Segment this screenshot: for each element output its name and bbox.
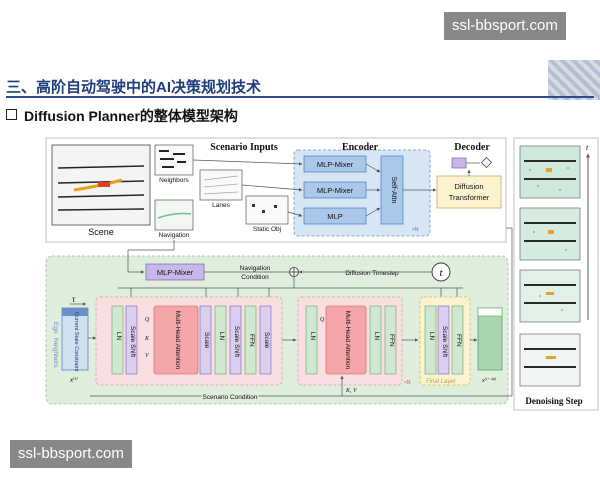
mlp-mixer-label-1: MLP-Mixer bbox=[317, 160, 354, 169]
navigation-route bbox=[157, 212, 192, 219]
x-out-label: x⁽ᵗ⁻ᐞᵗ⁾ bbox=[481, 377, 497, 384]
mha-block-2 bbox=[325, 305, 367, 375]
checkbox-square-icon bbox=[6, 109, 17, 120]
lanes-marks bbox=[203, 175, 239, 195]
k-label-1: K bbox=[144, 336, 150, 342]
block-nx-label: ×N bbox=[404, 380, 411, 386]
scenario-inputs-title: Scenario Inputs bbox=[210, 142, 278, 153]
tau-label: τ bbox=[72, 294, 76, 304]
navigation-condition-label-1: Navigation bbox=[240, 265, 271, 272]
static-obj-label: Static Obj bbox=[253, 226, 281, 233]
scale-shift-label-2: Scale Shift bbox=[233, 326, 240, 357]
output-ego-row bbox=[477, 307, 503, 317]
ln-label-4: LN bbox=[373, 332, 380, 341]
scene-ego-car bbox=[98, 182, 110, 187]
watermark-top: ssl-bbsport.com bbox=[444, 12, 566, 40]
diffusion-transformer-label-2: Transformer bbox=[449, 193, 490, 202]
ffn-label-3: FFN bbox=[455, 334, 462, 347]
decoder-diamond-icon bbox=[481, 157, 492, 168]
encoder-connectors bbox=[192, 159, 437, 217]
mlp-mixer-nav-label: MLP-Mixer bbox=[157, 268, 194, 277]
q-label-2: Q bbox=[320, 317, 325, 323]
neighbors-vertical-label: Neighbors bbox=[52, 338, 59, 368]
ffn-block-2 bbox=[384, 305, 397, 375]
denoising-step-label: Denoising Step bbox=[525, 396, 582, 406]
scale-label-1: Scale bbox=[203, 332, 210, 349]
ln-label-3: LN bbox=[309, 332, 316, 341]
denoising-frame-3 bbox=[519, 269, 581, 323]
neighbors-label: Neighbors bbox=[159, 177, 189, 184]
static-obj-image bbox=[245, 195, 289, 225]
denoising-frames bbox=[519, 145, 581, 387]
neighbors-marks bbox=[159, 150, 186, 168]
scale-shift-block-2 bbox=[229, 305, 242, 375]
timestep-t-label: t bbox=[439, 267, 443, 279]
encoder-nx-label: ×N bbox=[412, 227, 419, 233]
t-axis-label: t bbox=[586, 143, 589, 152]
static-obj-marks bbox=[252, 204, 277, 213]
scale-block-1 bbox=[199, 305, 212, 375]
mha-label-2: Multi-Head Attention bbox=[344, 311, 351, 370]
lanes-image bbox=[199, 169, 243, 201]
scale-block-2 bbox=[259, 305, 272, 375]
ln-label-1: LN bbox=[115, 332, 122, 341]
subtitle: Diffusion Planner的整体模型架构 bbox=[24, 108, 238, 124]
scenario-condition-label: Scenario Condition bbox=[203, 394, 258, 401]
mlp-mixer-label-2: MLP-Mixer bbox=[317, 186, 354, 195]
subtitle-row: Diffusion Planner的整体模型架构 bbox=[6, 106, 238, 126]
mha-label-1: Multi-Head Attention bbox=[174, 311, 181, 370]
mha-block-1 bbox=[153, 305, 199, 375]
ln-block-1 bbox=[111, 305, 124, 375]
diffusion-transformer-block bbox=[436, 175, 502, 209]
watermark-bottom: ssl-bbsport.com bbox=[10, 440, 132, 468]
section-title: 三、高阶自动驾驶中的AI决策规划技术 bbox=[6, 79, 262, 96]
logo-pattern bbox=[548, 60, 600, 100]
navigation-label: Navigation bbox=[159, 232, 190, 239]
ln-label-2: LN bbox=[218, 332, 225, 341]
mlp-label: MLP bbox=[327, 212, 342, 221]
v-label-1: V bbox=[145, 353, 150, 359]
output-trajectory-tensor bbox=[477, 307, 503, 371]
diffusion-timestep-label: Diffusion Timestep bbox=[345, 270, 399, 277]
ln-block-2 bbox=[214, 305, 227, 375]
scale-shift-label-1: Scale Shift bbox=[129, 326, 136, 357]
ln-block-5 bbox=[424, 305, 437, 375]
diffusion-transformer-label-1: Diffusion bbox=[454, 182, 483, 191]
input-trajectory-tensor bbox=[61, 307, 89, 371]
decoder-output-token bbox=[451, 157, 467, 169]
scale-label-2: Scale bbox=[263, 332, 270, 349]
encoder-title: Encoder bbox=[342, 142, 379, 153]
final-layer-label: Final Layer bbox=[426, 379, 457, 385]
ffn-label-1: FFN bbox=[248, 334, 255, 347]
scale-shift-block-3 bbox=[437, 305, 450, 375]
ffn-block-3 bbox=[451, 305, 464, 375]
lanes-label: Lanes bbox=[212, 202, 230, 209]
ego-label: Ego bbox=[52, 322, 59, 334]
scenario-condition-connectors bbox=[90, 227, 513, 397]
self-attn-label: Self-Attn bbox=[390, 177, 397, 204]
kv-label: K, V bbox=[345, 388, 358, 394]
ln-block-4 bbox=[369, 305, 382, 375]
ln-block-3 bbox=[305, 305, 318, 375]
title-rule bbox=[6, 96, 594, 98]
x-in-label: x⁽ᵗ⁾ bbox=[69, 375, 78, 384]
scale-shift-block-1 bbox=[125, 305, 138, 375]
denoising-frame-4 bbox=[519, 333, 581, 387]
scene-label: Scene bbox=[88, 227, 114, 237]
current-state-constraint-label: Current State Constraint bbox=[73, 312, 79, 372]
decoder-title: Decoder bbox=[454, 142, 490, 153]
navigation-condition-label-2: Condition bbox=[241, 274, 269, 281]
ln-label-5: LN bbox=[428, 332, 435, 341]
ffn-block-1 bbox=[244, 305, 257, 375]
scale-shift-label-3: Scale Shift bbox=[441, 326, 448, 357]
navigation-image bbox=[154, 199, 194, 231]
q-label-1: Q bbox=[145, 317, 150, 323]
input-ego-row bbox=[62, 308, 88, 316]
ffn-label-2: FFN bbox=[388, 334, 395, 347]
